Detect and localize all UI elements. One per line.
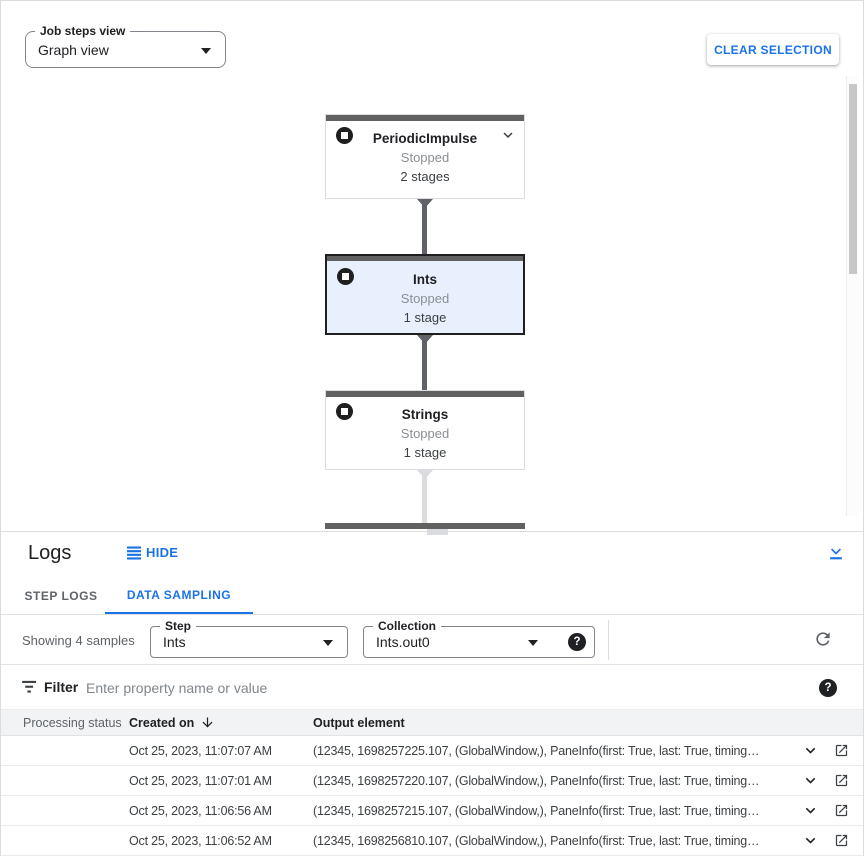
job-steps-view-label: Job steps view <box>35 24 131 38</box>
node-title: PeriodicImpulse <box>372 131 478 146</box>
graph-node-strings[interactable]: Strings Stopped 1 stage <box>325 390 525 470</box>
node-stages: 2 stages <box>400 169 450 184</box>
filter-input[interactable] <box>86 676 786 700</box>
showing-samples-text: Showing 4 samples <box>22 633 135 648</box>
filter-help-icon[interactable]: ? <box>819 679 837 697</box>
hide-logs-button[interactable]: HIDE <box>127 545 178 560</box>
step-select[interactable]: Step Ints <box>150 619 348 658</box>
node-stages: 1 stage <box>403 310 447 325</box>
collapse-panel-button[interactable] <box>826 543 846 563</box>
collapse-panel-icon <box>830 548 842 560</box>
dropdown-arrow-icon <box>528 640 538 646</box>
step-select-label: Step <box>160 619 197 633</box>
reorder-lines-icon <box>127 545 142 560</box>
open-in-new-icon[interactable] <box>834 773 849 788</box>
stop-circle-icon <box>337 268 354 285</box>
logs-title: Logs <box>28 542 72 564</box>
node-topbar <box>327 256 523 261</box>
clear-selection-button[interactable]: CLEAR SELECTION <box>707 34 839 65</box>
sort-arrow-downward-icon[interactable] <box>200 715 215 730</box>
row-expand-chevron-icon[interactable] <box>801 831 820 850</box>
table-row: Oct 25, 2023, 11:07:01 AM (12345, 169825… <box>1 766 863 796</box>
table-row: Oct 25, 2023, 11:07:07 AM (12345, 169825… <box>1 736 863 766</box>
open-in-new-icon[interactable] <box>834 803 849 818</box>
table-row: Oct 25, 2023, 11:06:56 AM (12345, 169825… <box>1 796 863 826</box>
node-topbar <box>326 391 524 397</box>
column-processing-status: Processing status <box>23 715 122 730</box>
logs-panel-header: Logs HIDE <box>1 532 863 577</box>
table-row: Oct 25, 2023, 11:06:52 AM (12345, 169825… <box>1 826 863 856</box>
tab-data-sampling[interactable]: DATA SAMPLING <box>105 577 253 614</box>
refresh-icon <box>816 631 830 646</box>
dropdown-arrow-icon <box>201 47 211 54</box>
filter-label: Filter <box>44 679 79 695</box>
created-on-value: Oct 25, 2023, 11:06:56 AM <box>129 803 272 818</box>
open-in-new-icon[interactable] <box>834 833 849 848</box>
filter-bar: Filter ? <box>1 665 863 710</box>
collection-select[interactable]: Collection Ints.out0 ? <box>363 619 595 658</box>
dropdown-arrow-icon <box>323 640 333 646</box>
edge-arrow-icon <box>417 199 433 208</box>
node-status: Stopped <box>400 426 450 441</box>
edge-arrow-icon <box>417 335 433 344</box>
refresh-button[interactable] <box>811 628 835 652</box>
column-output-element: Output element <box>313 715 405 730</box>
node-topbar <box>326 115 524 121</box>
edge-periodicimpulse-to-ints <box>422 199 427 254</box>
stop-circle-icon <box>336 127 353 144</box>
column-created-on[interactable]: Created on <box>129 715 195 730</box>
table-header-row: Processing status Created on Output elem… <box>1 710 863 736</box>
step-select-value: Ints <box>163 634 186 650</box>
logs-tabbar: STEP LOGS DATA SAMPLING <box>1 577 863 615</box>
job-steps-view-value: Graph view <box>38 41 109 58</box>
node-title: Ints <box>412 272 437 287</box>
created-on-value: Oct 25, 2023, 11:07:07 AM <box>129 743 272 758</box>
stop-circle-icon <box>336 403 353 420</box>
filter-list-icon <box>22 680 37 693</box>
graph-node-ints[interactable]: Ints Stopped 1 stage <box>325 254 525 335</box>
edge-ints-to-strings <box>422 335 427 390</box>
graph-vertical-scrollbar[interactable] <box>846 76 858 516</box>
output-element-value: (12345, 1698256810.107, (GlobalWindow,),… <box>313 833 760 848</box>
node-status: Stopped <box>400 291 450 306</box>
collection-help-icon[interactable]: ? <box>568 633 586 651</box>
collection-select-value: Ints.out0 <box>376 634 430 650</box>
node-title: Strings <box>401 407 449 422</box>
partially-hidden-node-edge <box>427 529 448 535</box>
collection-select-label: Collection <box>373 619 442 633</box>
node-expand-chevron-icon[interactable] <box>499 126 517 144</box>
row-expand-chevron-icon[interactable] <box>801 741 820 760</box>
toolbar-divider <box>608 620 609 660</box>
open-in-new-icon[interactable] <box>834 743 849 758</box>
scrollbar-thumb[interactable] <box>849 84 857 274</box>
node-stages: 1 stage <box>403 445 447 460</box>
output-element-value: (12345, 1698257220.107, (GlobalWindow,),… <box>313 773 760 788</box>
partially-hidden-node <box>325 523 525 529</box>
row-expand-chevron-icon[interactable] <box>801 801 820 820</box>
tab-step-logs[interactable]: STEP LOGS <box>24 588 98 603</box>
graph-node-periodicimpulse[interactable]: PeriodicImpulse Stopped 2 stages <box>325 114 525 199</box>
job-steps-view-select[interactable]: Job steps view Graph view <box>25 24 226 68</box>
created-on-value: Oct 25, 2023, 11:07:01 AM <box>129 773 272 788</box>
hide-label: HIDE <box>146 545 179 560</box>
output-element-value: (12345, 1698257225.107, (GlobalWindow,),… <box>313 743 760 758</box>
logs-panel: Logs HIDE STEP LOGS DATA SAMPLING Showin… <box>1 531 863 856</box>
node-status: Stopped <box>400 150 450 165</box>
samples-table: Processing status Created on Output elem… <box>1 710 863 856</box>
row-expand-chevron-icon[interactable] <box>801 771 820 790</box>
created-on-value: Oct 25, 2023, 11:06:52 AM <box>129 833 272 848</box>
output-element-value: (12345, 1698257215.107, (GlobalWindow,),… <box>313 803 760 818</box>
sampling-toolbar: Showing 4 samples Step Ints Collection I… <box>1 615 863 665</box>
